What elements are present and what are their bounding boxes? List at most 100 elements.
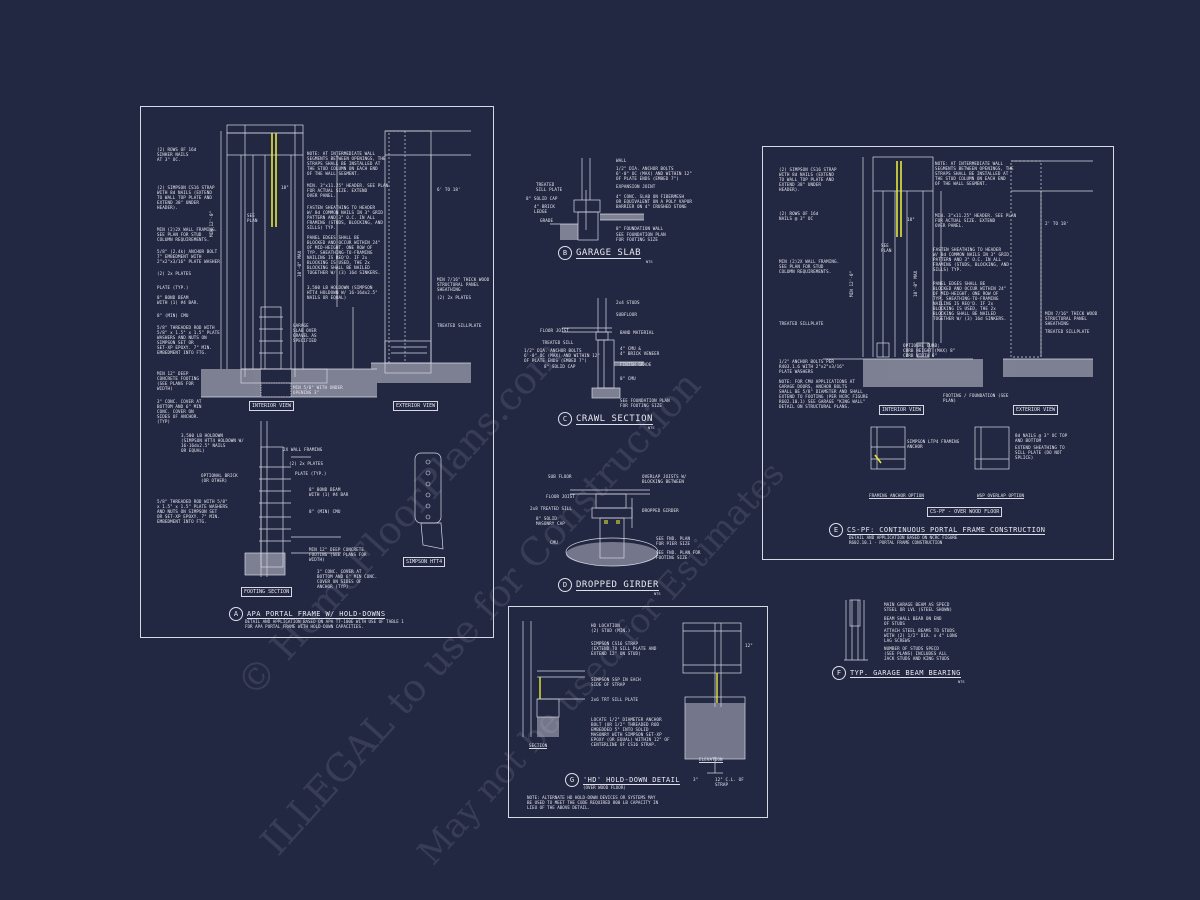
- detail-e-drawing: [823, 156, 1093, 470]
- detail-f-badge: F: [832, 666, 846, 680]
- note-a-left-6: 8" BOND BEAM WITH (1) #4 BAR.: [157, 295, 199, 305]
- note-a-right-2: (2) 2x PLATES: [437, 295, 472, 300]
- detail-d: SUB FLOOR FLOOR JOIST 2x8 TREATED SILL 8…: [520, 468, 720, 598]
- note-c-left-3: 8" SOLID CAP: [544, 364, 576, 369]
- note-a-mid-4: 3,500 LB HOLDOWN (SIMPSON HTT4 HOLDOWN W…: [307, 285, 378, 300]
- detail-f-title: TYP. GARAGE BEAM BEARING: [850, 668, 961, 678]
- note-c-1: SUBFLOOR: [616, 312, 637, 317]
- detail-g-note: NOTE: ALTERNATE HD HOLD-DOWN DEVICES OR …: [527, 795, 659, 810]
- note-g-2: SIMPSON SSP IN EACH SIDE OF STRAP: [591, 677, 641, 687]
- dim-g-1: 3": [693, 777, 699, 782]
- note-c-4: FINISH GRADE: [620, 362, 652, 367]
- note-e-opt-1: 8d NAILS @ 3" OC TOP AND BOTTOM: [1015, 433, 1068, 443]
- note-f-0: MAIN GARAGE BEAM AS SPECD STEEL OR LVL (…: [884, 602, 953, 612]
- detail-d-nts: NTS: [654, 592, 661, 596]
- note-a-left-7: 8" (MIN) CMU: [157, 313, 189, 318]
- note-a-mid-0: NOTE: AT INTERMEDIATE WALL SEGMENTS BETW…: [307, 151, 386, 176]
- note-b-2: EXPANSION JOINT: [616, 184, 656, 189]
- label-g-elevation: ELEVATION: [699, 757, 723, 763]
- dim-g-0: 12": [745, 643, 753, 648]
- note-a-mid-6: MIN 5/8" WITH UNDER OPENING 3": [293, 385, 343, 395]
- note-e-right-0: 2' TO 18': [1045, 221, 1069, 226]
- note-d-left-2: 2x8 TREATED SILL: [530, 506, 572, 511]
- note-b-left-1: 8" SOLID CAP: [526, 196, 558, 201]
- detail-f-nts: NTS: [958, 680, 965, 684]
- label-e-exterior-view: EXTERIOR VIEW: [1013, 405, 1059, 415]
- detail-e-subtitle: DETAIL AND APPLICATION BASED ON NCRC FIG…: [849, 535, 958, 545]
- note-e-mid-1: MIN. 3"x11.25" HEADER. SEE PLAN FOR ACTU…: [935, 213, 1017, 228]
- note-c-6: SEE FOUNDATION PLAN FOR FOOTING SIZE: [620, 398, 670, 408]
- note-a-left-1: (2) SIMPSON CS16 STRAP WITH 8d NAILS (EX…: [157, 185, 215, 210]
- dim-e-1: 10'-0" MAX: [913, 270, 918, 297]
- note-a-ftg-8: MIN 12" DEEP CONCRETE FOOTING (SEE PLANS…: [309, 547, 367, 562]
- note-e-left-2: MIN (2)2X WALL FRAMING. SEE PLAN FOR STU…: [779, 259, 840, 274]
- label-e-wsp-overlap-option: WSP OVERLAP OPTION: [977, 493, 1025, 499]
- label-g-section: SECTION: [529, 743, 548, 749]
- detail-e-title: CS-PF: CONTINUOUS PORTAL FRAME CONSTRUCT…: [847, 525, 1046, 535]
- note-d-left-0: SUB FLOOR: [548, 474, 572, 479]
- detail-d-title-row: D DROPPED GIRDER: [558, 578, 659, 592]
- note-e-mid-5: FOOTING / FOUNDATION (SEE PLAN): [943, 393, 1009, 403]
- note-a-ftg-0: 3,500 LB HOLDOWN (SIMPSON HTT4 HOLDOWN W…: [181, 433, 244, 453]
- note-d-right-1: DROPPED GIRDER: [642, 508, 679, 513]
- dim-g-2: 12" C.L. OF STRAP: [715, 777, 744, 787]
- dim-e-2: SEE PLAN: [881, 243, 892, 253]
- note-a-left-8: 5/8" THREADED ROD WITH 5/8" x 1.5" x 1.5…: [157, 325, 220, 355]
- note-a-left-10: 3" CONC. COVER AT BOTTOM AND 6" MIN CONC…: [157, 399, 202, 424]
- note-c-left-1: TREATED SILL: [542, 340, 574, 345]
- note-g-1: SIMPSON CS16 STRAP (EXTEND TO SILL PLATE…: [591, 641, 657, 656]
- detail-b-title: GARAGE SLAB: [576, 247, 642, 259]
- note-e-mid-3: PANEL EDGES SHALL BE BLOCKED AND OCCUR W…: [933, 281, 1007, 321]
- detail-d-title: DROPPED GIRDER: [576, 579, 659, 591]
- detail-c-nts: NTS: [648, 426, 655, 430]
- label-e-over-wood-floor: CS-PF - OVER WOOD FLOOR: [927, 507, 1003, 517]
- detail-d-badge: D: [558, 578, 572, 592]
- note-b-3: 4" CONC. SLAB ON FIBERMESH OR EQUIVALENT…: [616, 194, 693, 209]
- label-e-interior-view: INTERIOR VIEW: [879, 405, 925, 415]
- note-a-mid-3: PANEL EDGES SHALL BE BLOCKED AND OCCUR W…: [307, 235, 381, 275]
- detail-a-badge: A: [229, 607, 243, 621]
- note-a-left-5: PLATE (TYP.): [157, 285, 189, 290]
- detail-b-badge: B: [558, 246, 572, 260]
- note-e-right-1: MIN 7/16" THICK WOOD STRUCTURAL PANEL SH…: [1045, 311, 1098, 326]
- note-d-left-1: FLOOR JOIST: [546, 494, 575, 499]
- note-a-right-0: 6' TO 18': [437, 187, 461, 192]
- note-b-left-3: GRADE: [540, 218, 554, 223]
- note-b-0: WALL: [616, 158, 627, 163]
- note-c-left-2: 1/2" DIA. ANCHOR BOLTS 6'-0" OC (MAX) AN…: [524, 348, 601, 363]
- note-c-2: BAND MATERIAL: [620, 330, 655, 335]
- note-d-left-3: 8" SOLID MASONRY CAP: [536, 516, 565, 526]
- detail-b: TREATED SILL PLATE 8" SOLID CAP 4" BRICK…: [520, 150, 720, 270]
- note-a-right-1: MIN 7/16" THICK WOOD STRUCTURAL PANEL SH…: [437, 277, 490, 292]
- detail-f-drawing: [844, 599, 868, 661]
- note-a-ftg-3: 2X WALL FRAMING: [283, 447, 323, 452]
- note-a-ftg-5: PLATE (TYP.): [295, 471, 327, 476]
- detail-e-sheet: (2) SIMPSON CS16 STRAP WITH 8d NAILS (EX…: [762, 146, 1114, 560]
- detail-a-title: APA PORTAL FRAME W/ HOLD-DOWNS: [247, 609, 386, 619]
- detail-g-title: 'HD' HOLD-DOWN DETAIL: [583, 775, 680, 785]
- detail-c-drawing: [562, 298, 644, 399]
- detail-e-title-row: E CS-PF: CONTINUOUS PORTAL FRAME CONSTRU…: [829, 523, 1046, 537]
- note-e-mid-2: FASTEN SHEATHING TO HEADER W/ 8d COMMON …: [933, 247, 1010, 272]
- note-a-left-2: MIN (2)2X WALL FRAMING. SEE PLAN FOR STU…: [157, 227, 218, 242]
- note-a-left-3: 5/8" (2.4k) ANCHOR BOLT 7" EMBEDMENT WIT…: [157, 249, 223, 264]
- note-b-5: SEE FOUNDATION PLAN FOR FOOTING SIZE: [616, 232, 666, 242]
- note-a-right-3: TREATED SILLPLATE: [437, 323, 482, 328]
- label-a-footing-section: FOOTING SECTION: [241, 587, 293, 597]
- note-g-3: 2x6 TRT SILL PLATE: [591, 697, 639, 702]
- note-f-2: ATTACH STEEL BEAMS TO STUDS WITH (2) 1/2…: [884, 628, 958, 643]
- note-a-mid-5: GARAGE SLAB OVER GRAVEL AS SPECIFIED: [293, 323, 317, 343]
- label-a-interior-view: INTERIOR VIEW: [249, 401, 295, 411]
- note-b-left-2: 4" BRICK LEDGE: [534, 204, 555, 214]
- detail-a-subtitle: DETAIL AND APPLICATION BASED ON APA TT-1…: [245, 619, 404, 629]
- note-b-left-0: TREATED SILL PLATE: [536, 182, 563, 192]
- note-e-left-0: (2) SIMPSON CS16 STRAP WITH 8d NAILS (EX…: [779, 167, 837, 192]
- detail-c: FLOOR JOIST TREATED SILL 1/2" DIA. ANCHO…: [520, 292, 720, 432]
- note-a-mid-2: FASTEN SHEATHING TO HEADER W/ 8d COMMON …: [307, 205, 384, 230]
- note-d-right-2: SEE FND. PLAN FOR PIER SIZE: [656, 536, 691, 546]
- detail-c-badge: C: [558, 412, 572, 426]
- note-f-1: BEAM SHALL BEAR ON END OF STUDS: [884, 616, 942, 626]
- note-e-right-2: TREATED SILLPLATE: [1045, 329, 1090, 334]
- detail-b-title-row: B GARAGE SLAB: [558, 246, 642, 260]
- note-e-left-3: TREATED SILLPLATE: [779, 321, 824, 326]
